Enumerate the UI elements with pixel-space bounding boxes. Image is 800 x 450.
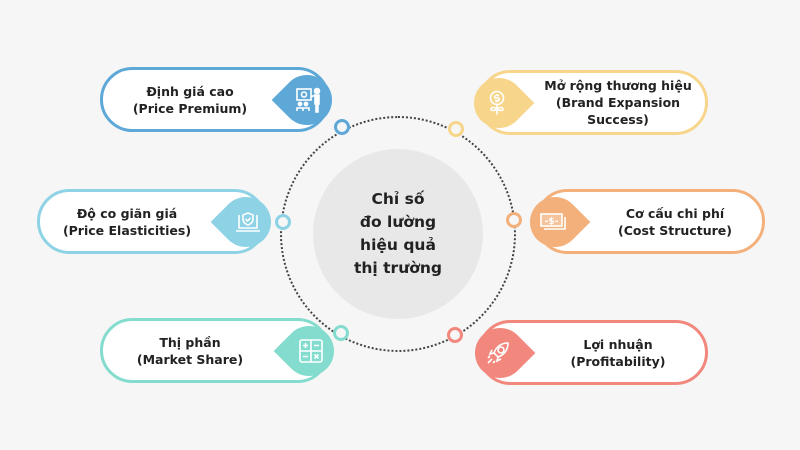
center-hub: Chỉ số đo lường hiệu quả thị trường (313, 149, 483, 319)
connector-dot (447, 327, 463, 343)
rocket-dollar-icon (473, 328, 523, 378)
item-title: Thị phần (159, 334, 221, 350)
presentation-icon (284, 75, 334, 125)
calculator-icon (286, 326, 336, 376)
item-subtitle: (Price Elasticities) (62, 222, 192, 238)
item-title: Định giá cao (146, 83, 234, 99)
connector-dot (334, 119, 350, 135)
center-title: Chỉ số đo lường hiệu quả thị trường (353, 190, 443, 277)
banknote-icon: -$- (528, 197, 578, 247)
item-subtitle: (Price Premium) (132, 100, 248, 116)
item-subtitle: (Market Share) (136, 351, 244, 367)
money-plant-icon (472, 78, 522, 128)
connector-dot (333, 325, 349, 341)
item-subtitle: (Profitability) (570, 353, 666, 369)
connector-dot (448, 121, 464, 137)
item-title: Độ co giãn giá (76, 205, 178, 221)
item-title: Mở rộng thương hiệu (544, 78, 692, 93)
item-title: Lợi nhuận (583, 336, 653, 352)
item-subtitle: (Brand Expansion Success) (555, 95, 681, 127)
item-subtitle: (Cost Structure) (618, 222, 732, 238)
svg-text:-$-: -$- (545, 217, 559, 227)
item-market-share: Thị phần (Market Share) (100, 318, 330, 383)
dotted-ring (280, 116, 516, 352)
laptop-shield-icon (223, 197, 273, 247)
connector-dot (506, 212, 522, 228)
item-title: Cơ cấu chi phí (625, 205, 725, 221)
connector-dot (275, 214, 291, 230)
